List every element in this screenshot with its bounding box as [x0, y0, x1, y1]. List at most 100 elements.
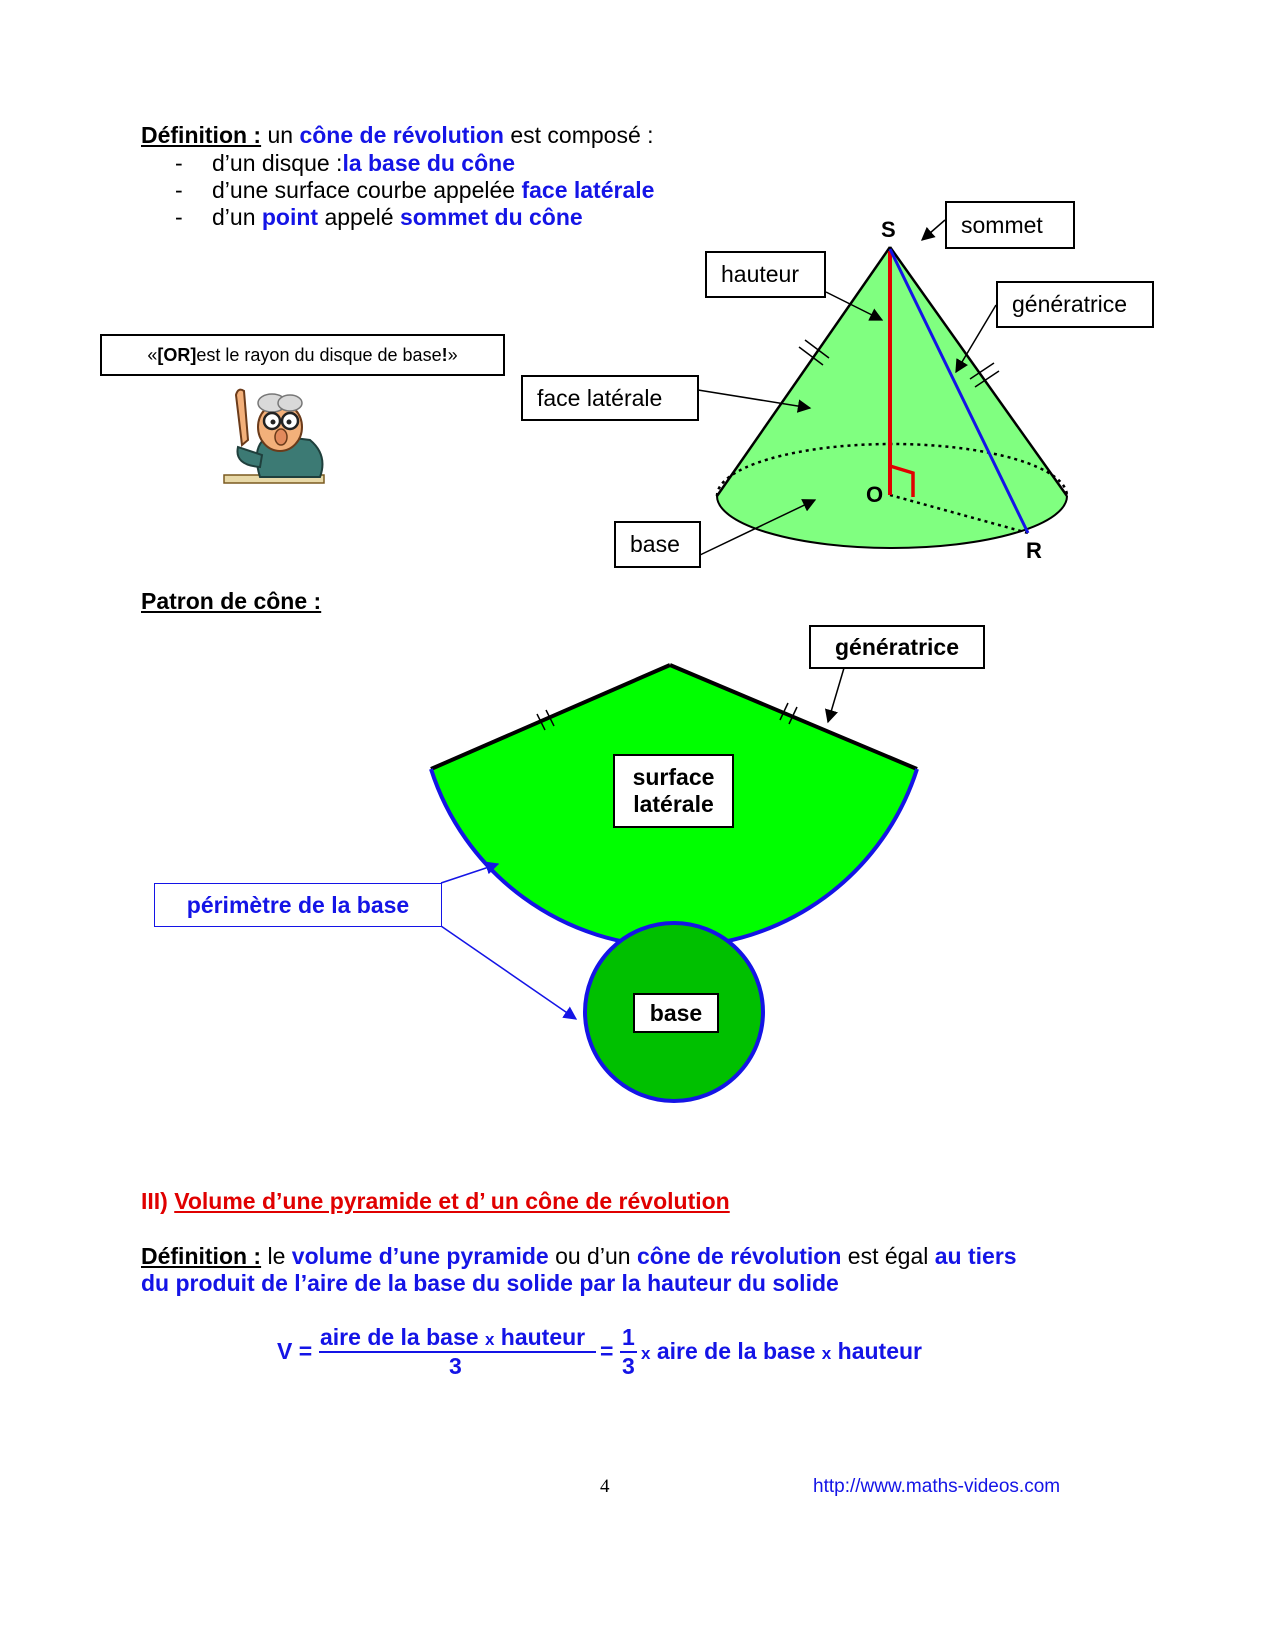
formula-times: x: [484, 1330, 495, 1349]
label-text: base: [649, 999, 703, 1026]
label-generatrice-net: génératrice: [809, 625, 985, 669]
sector-radius-right: [669, 663, 918, 771]
formula-text: aire de la base: [650, 1338, 822, 1364]
definition-volume: Définition : le volume d’une pyramide ou…: [141, 1242, 1017, 1270]
tick-mark: [545, 709, 555, 727]
definition-label: Définition :: [141, 1243, 262, 1269]
professor-illustration: [223, 388, 325, 484]
term-sommet: sommet du cône: [399, 204, 583, 230]
cone-diagram: S O R: [697, 217, 1069, 563]
list-dash: -: [175, 150, 183, 176]
cone-base-front: [716, 495, 1068, 549]
tick-mark: [804, 339, 830, 359]
term-base: la base du cône: [342, 150, 515, 176]
list-item-text: appelé: [318, 204, 400, 230]
tick-mark: [798, 346, 824, 366]
list-item: - d’un disque :la base du cône: [175, 149, 515, 177]
tick-mark: [788, 706, 798, 725]
section-title: Volume d’une pyramide et d’ un cône de r…: [174, 1188, 730, 1214]
label-base-net: base: [633, 993, 719, 1033]
definition-label: Définition :: [141, 122, 262, 148]
label-text: hauteur: [721, 261, 800, 287]
label-hauteur: hauteur: [705, 251, 826, 298]
tick-mark: [974, 370, 1000, 388]
fraction-three: 3: [622, 1353, 635, 1379]
label-text: surface: [632, 764, 715, 790]
section-number: III): [141, 1188, 168, 1214]
remark-segment: [OR]: [157, 344, 197, 365]
tick-mark: [969, 362, 995, 380]
term-au-tiers: au tiers: [934, 1243, 1017, 1269]
label-text: base: [630, 531, 680, 557]
term-volume-pyramide: volume d’une pyramide: [291, 1243, 549, 1269]
arrow-face-laterale: [697, 389, 812, 413]
remark-text: est le rayon du disque de base: [196, 344, 442, 365]
label-text: génératrice: [834, 633, 959, 660]
label-base: base: [614, 521, 701, 568]
label-text: face latérale: [537, 384, 663, 411]
list-item-text: d’un: [212, 204, 262, 230]
term-cone-revolution: cône de révolution: [299, 122, 504, 148]
label-text: latérale: [633, 791, 714, 817]
arrow-perimetre-circle: [440, 925, 578, 1020]
patron-title: Patron de cône :: [141, 588, 322, 614]
list-dash: -: [175, 204, 183, 230]
footer-url[interactable]: http://www.maths-videos.com: [813, 1476, 1061, 1497]
definition-intro-pre: un: [261, 122, 300, 148]
arrow-perimetre-arc: [440, 861, 500, 884]
quote-close: »: [447, 344, 458, 365]
label-text: sommet: [961, 211, 1043, 238]
page-number: 4: [600, 1476, 610, 1497]
definition-intro-post: est composé :: [503, 122, 654, 148]
formula-times: x: [641, 1344, 651, 1363]
list-item: - d’un point appelé sommet du cône: [175, 203, 583, 231]
formula-numerator: aire de la base x hauteur: [320, 1324, 585, 1351]
right-angle-mark: [889, 464, 915, 497]
arrow-generatrice: [824, 667, 845, 724]
definition-volume-line2: du produit de l’aire de la base du solid…: [141, 1270, 839, 1296]
formula-equals: =: [600, 1338, 614, 1364]
formula-text: hauteur: [831, 1338, 922, 1364]
arrow-hauteur: [825, 291, 884, 321]
formula-text: aire de la base: [320, 1324, 485, 1350]
label-sommet: sommet: [945, 201, 1075, 249]
cone-net-diagram: [429, 663, 919, 1103]
label-surface-laterale: surface latérale: [613, 754, 734, 828]
list-item-text: d’une surface courbe appelée: [212, 177, 522, 203]
label-face-laterale: face latérale: [521, 375, 699, 421]
formula-text: hauteur: [494, 1324, 586, 1350]
sector-radius-left: [430, 663, 671, 771]
definition-text: ou d’un: [548, 1243, 637, 1269]
point-O: O: [866, 482, 883, 507]
definition-cone: Définition : un cône de révolution est c…: [141, 121, 654, 149]
definition-text: le: [261, 1243, 292, 1269]
formula-v: V =: [277, 1338, 313, 1364]
formula-denominator: 3: [449, 1353, 462, 1379]
section-heading: III) Volume d’une pyramide et d’ un cône…: [141, 1187, 730, 1215]
tick-mark: [779, 702, 789, 721]
cone-lateral-edge-left: [715, 246, 892, 497]
fraction-one: 1: [622, 1324, 635, 1350]
volume-formula: V = aire de la base x hauteur 3 = 1 3 x …: [277, 1322, 977, 1382]
list-dash: -: [175, 177, 183, 203]
list-item-text: d’un disque :: [212, 150, 343, 176]
arrow-base: [699, 499, 817, 556]
definition-text: est égal: [841, 1243, 935, 1269]
fraction-bar: [319, 1351, 596, 1353]
cone-lateral-edge-right: [888, 246, 1069, 497]
remark-exclamation: !: [441, 344, 448, 365]
fraction-bar-small: [620, 1351, 637, 1353]
arrow-generatrice: [955, 304, 997, 374]
remark-box: «[OR] est le rayon du disque de base !»: [100, 334, 505, 376]
quote-open: «: [147, 344, 158, 365]
point-S: S: [881, 217, 896, 242]
tick-mark: [536, 713, 546, 731]
radius-OR: [889, 493, 1029, 535]
term-point: point: [261, 204, 319, 230]
label-perimetre-base: périmètre de la base: [154, 883, 442, 927]
term-face-laterale: face latérale: [521, 177, 655, 203]
point-R: R: [1026, 538, 1042, 563]
formula-times: x: [821, 1344, 832, 1363]
list-item: - d’une surface courbe appelée face latér…: [175, 176, 654, 204]
formula-rest: x aire de la base x hauteur: [641, 1338, 922, 1365]
